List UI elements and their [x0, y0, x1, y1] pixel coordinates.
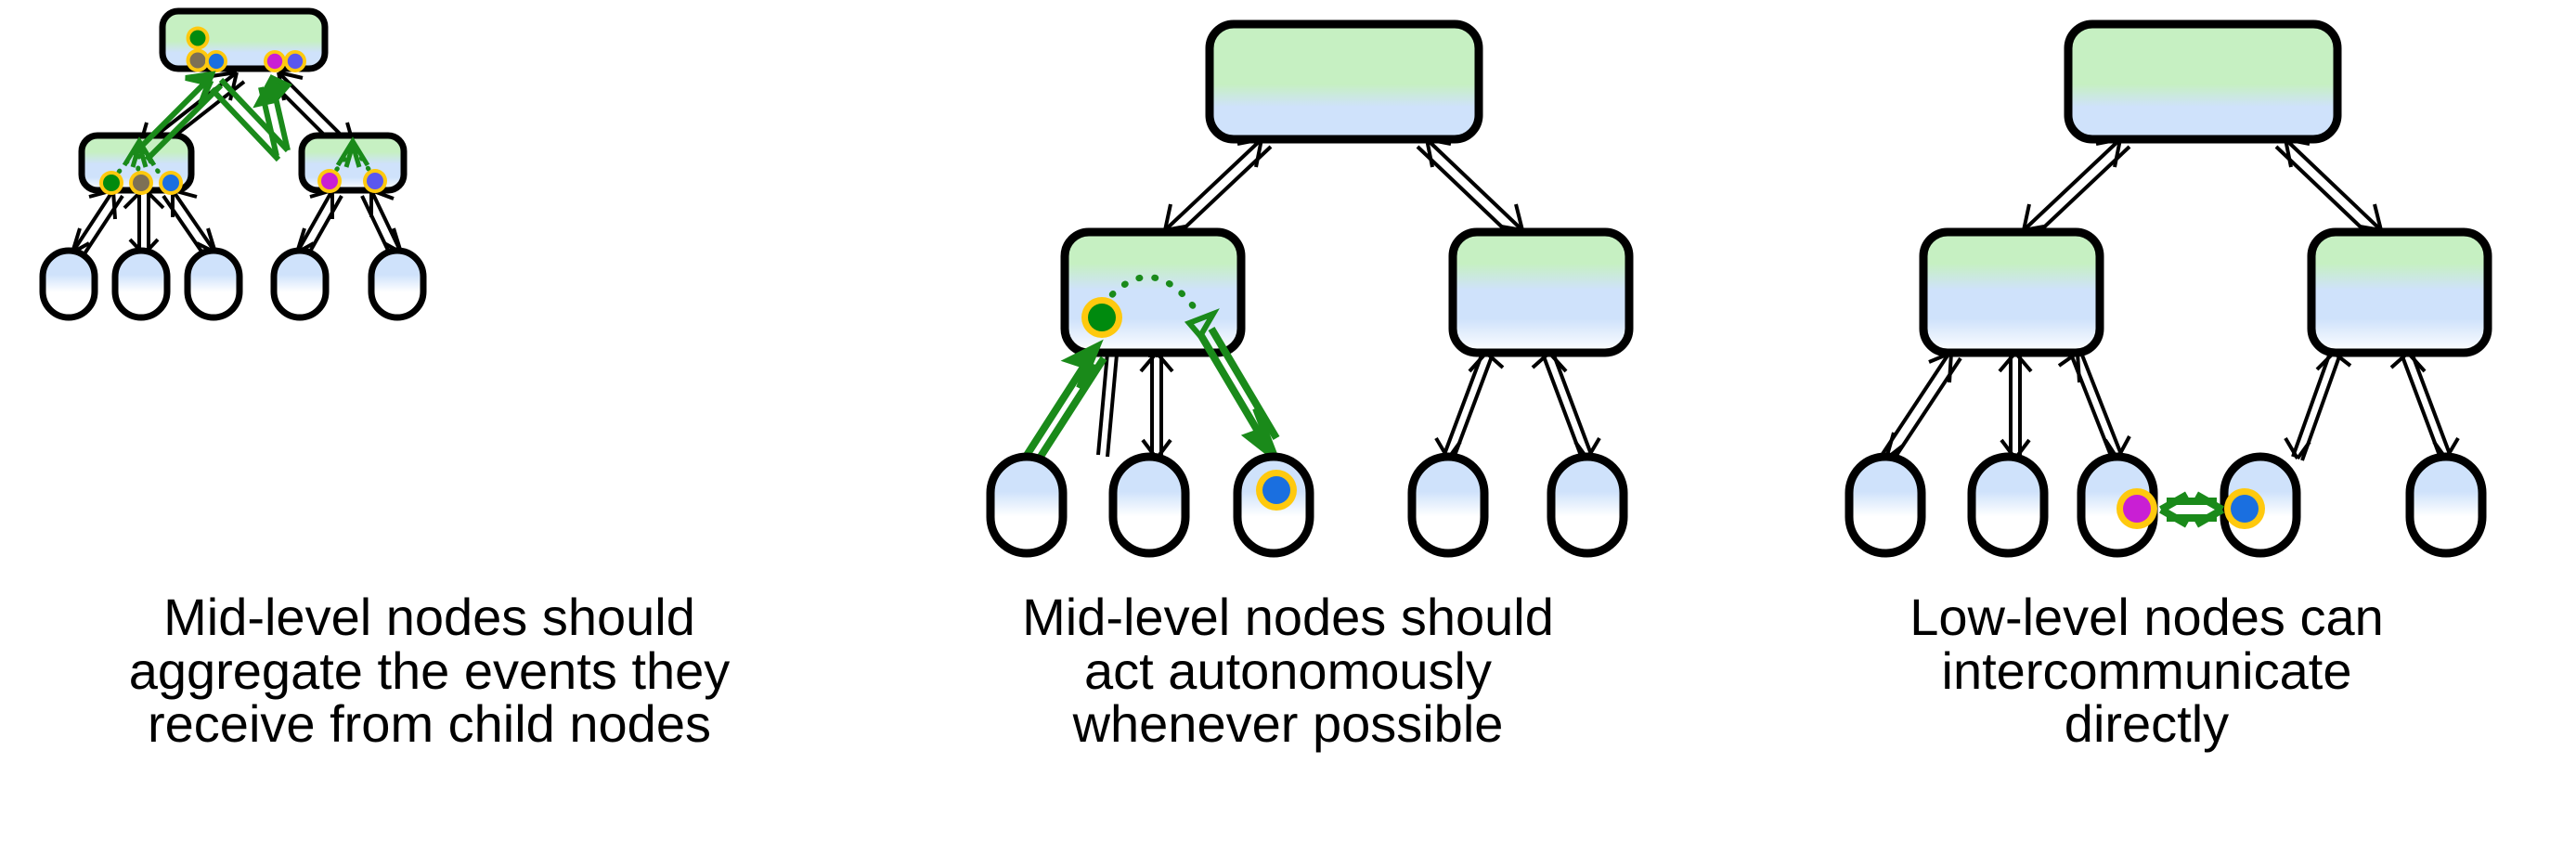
mid-node-left[interactable]: [78, 132, 195, 195]
dotted-aggregate-icon: [109, 149, 168, 184]
mid-node-right[interactable]: [2307, 227, 2492, 357]
event-dot-icon: [1081, 297, 1122, 338]
dotted-aggregate-icon: [1098, 274, 1198, 312]
leaf-node[interactable]: [368, 247, 427, 321]
green-arrow-icon: [135, 71, 291, 162]
leaf-node[interactable]: [1967, 452, 2049, 558]
leaf-node-row: [986, 452, 1628, 558]
leaf-node[interactable]: [1547, 452, 1628, 558]
event-dot-icon: [99, 171, 183, 195]
leaf-node-row: [1845, 452, 2487, 558]
root-node[interactable]: [159, 7, 329, 72]
event-dot-icon: [2224, 488, 2265, 529]
panel-peer-diagram: [1845, 19, 2492, 558]
double-headed-green-arrow-icon: [2159, 491, 2224, 528]
leaf-node[interactable]: [111, 247, 171, 321]
event-dot-icon: [2116, 488, 2157, 529]
mid-node-left[interactable]: [1919, 227, 2104, 357]
leaf-node[interactable]: [1407, 452, 1489, 558]
panel-autonomous-caption: Mid-level nodes should act autonomously …: [1022, 588, 1554, 754]
panel-peer-caption: Low-level nodes can intercommunicate dir…: [1909, 588, 2384, 754]
green-arrow-icon: [1022, 326, 1283, 469]
mid-node-right[interactable]: [1448, 227, 1634, 357]
panel-aggregate-diagram: [39, 7, 427, 321]
leaf-node[interactable]: [1108, 452, 1190, 558]
leaf-node[interactable]: [184, 247, 243, 321]
event-dot-icon: [186, 26, 306, 72]
root-node[interactable]: [1205, 19, 1483, 144]
mid-node-left[interactable]: [1060, 227, 1246, 357]
leaf-node[interactable]: [986, 452, 1068, 558]
mid-node-right[interactable]: [298, 132, 408, 194]
event-dot-icon: [1256, 470, 1297, 511]
leaf-node[interactable]: [270, 247, 330, 321]
leaf-node[interactable]: [39, 247, 98, 321]
leaf-node-row: [39, 247, 427, 321]
green-arrow-icon-right: [252, 74, 292, 157]
root-node[interactable]: [2064, 19, 2342, 144]
event-dot-icon: [317, 169, 387, 193]
green-arrow-icon: [1184, 308, 1220, 342]
panel-aggregate-caption: Mid-level nodes should aggregate the eve…: [128, 588, 731, 754]
leaf-node[interactable]: [1845, 452, 1926, 558]
panel-autonomous-diagram: [986, 19, 1634, 558]
leaf-node[interactable]: [2405, 452, 2487, 558]
green-arrow-icon: [335, 136, 370, 168]
